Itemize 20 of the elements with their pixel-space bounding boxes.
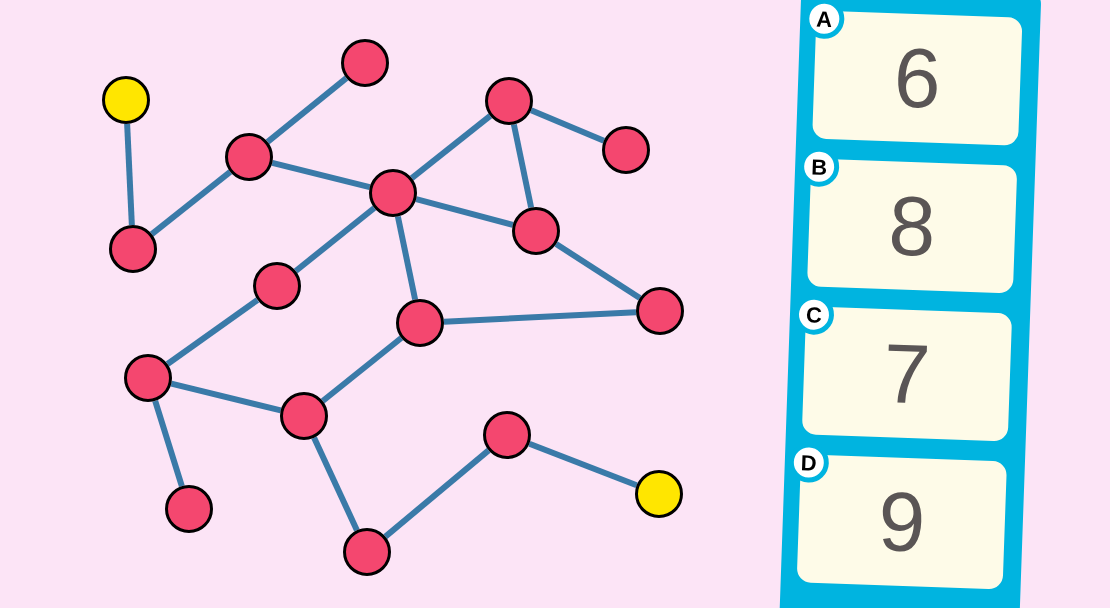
connector-line: [170, 380, 282, 414]
connector-line: [271, 159, 371, 191]
connector-line: [443, 309, 637, 325]
connector-line: [510, 123, 535, 209]
connector-line: [265, 75, 349, 145]
card-number: 6: [892, 35, 943, 121]
connector-line: [149, 169, 233, 237]
card-number: 7: [882, 331, 932, 417]
card-number: 8: [887, 183, 937, 269]
card-number: 9: [877, 479, 927, 565]
connector-line: [383, 448, 491, 539]
connector-line: [152, 400, 185, 487]
connector-line: [165, 297, 260, 367]
connector-line: [554, 241, 642, 301]
connector-line: [293, 205, 377, 274]
connector-line: [124, 123, 135, 226]
connector-line: [320, 335, 404, 404]
connector-line: [409, 113, 493, 181]
connector-line: [415, 196, 514, 228]
connector-line: [394, 215, 419, 301]
